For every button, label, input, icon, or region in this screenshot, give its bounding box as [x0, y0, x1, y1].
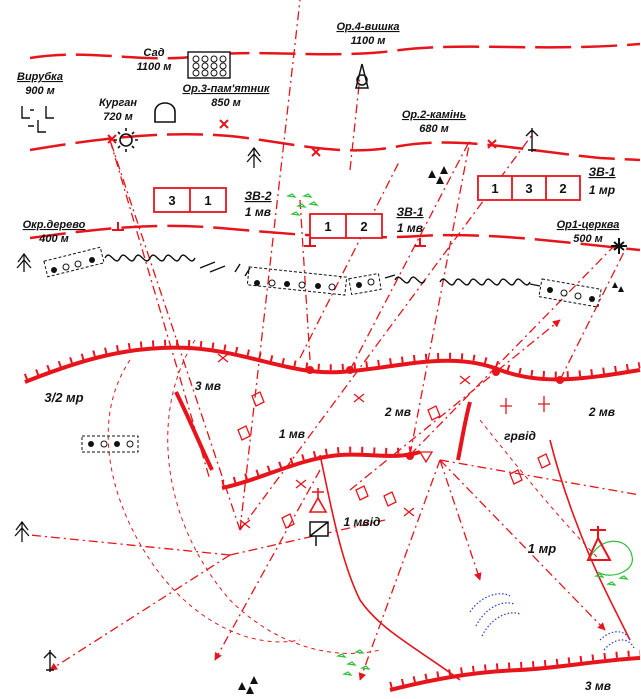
target-box-left-cell-2: 1	[204, 193, 211, 208]
label-zv2: ЗВ-2	[244, 189, 271, 203]
label-unit-1mr: 1 мр	[528, 541, 556, 556]
label-clearing: Вирубка	[17, 71, 63, 83]
label-landmark-4-dist: 1100 м	[351, 35, 386, 47]
map-labels: Ор.4-вишка 1100 м Сад 1100 м Вирубка 900…	[17, 21, 619, 693]
label-zv1-mid-sub: 1 мв	[397, 221, 423, 235]
label-unit-hreid: грвід	[504, 429, 536, 443]
label-landmark-2: Ор.2-камінь	[402, 109, 466, 121]
label-garden-dist: 1100 м	[137, 61, 172, 73]
label-sep-tree-dist: 400 м	[38, 233, 69, 245]
second-line	[174, 391, 641, 692]
label-zv1-right: ЗВ-1	[588, 165, 615, 179]
weapon-positions	[217, 353, 551, 529]
movement-route-2	[549, 439, 631, 641]
label-zv1-mid: ЗВ-1	[396, 205, 423, 219]
label-mound: Курган	[99, 97, 137, 109]
target-box-mid-cell-2: 2	[360, 219, 367, 234]
mound-icon	[114, 128, 138, 152]
label-zv1-right-sub: 1 мр	[589, 183, 615, 197]
church-icon	[611, 238, 627, 254]
movement-route	[319, 454, 461, 681]
tower-icon	[355, 63, 369, 89]
label-mound-dist: 720 м	[103, 111, 133, 123]
label-unit-2mv-right: 2 мв	[588, 405, 615, 419]
label-landmark-1: Ор1-церква	[557, 219, 620, 231]
target-box-right-cell-1: 1	[491, 181, 498, 196]
front-line	[23, 339, 641, 384]
label-unit-2mv: 2 мв	[384, 405, 411, 419]
target-triangle	[586, 526, 612, 561]
target-box-right-cell-3: 2	[559, 181, 566, 196]
label-unit-1mvid: 1 мвід	[344, 515, 381, 529]
label-zv2-sub: 1 мв	[245, 205, 271, 219]
target-box-left-cell-1: 3	[168, 193, 175, 208]
label-unit-1mv: 1 мв	[279, 427, 305, 441]
label-landmark-4: Ор.4-вишка	[336, 21, 399, 33]
shrub-patch	[286, 193, 633, 676]
label-unit-3mv: 3 мв	[195, 379, 221, 393]
stone-icon	[238, 166, 624, 694]
clearing-icon	[21, 106, 54, 133]
water-patch	[469, 593, 635, 651]
label-garden: Сад	[143, 47, 164, 59]
obstacle-wire	[104, 254, 541, 287]
label-unit-3mv-bottom: 3 мв	[585, 679, 611, 693]
target-box-left[interactable]: 3 1	[153, 187, 227, 213]
target-box-mid[interactable]: 1 2	[309, 213, 383, 239]
label-left-unit: 3/2 мр	[44, 390, 83, 405]
label-landmark-3: Ор.3-пам'ятник	[183, 83, 271, 95]
label-clearing-dist: 900 м	[25, 85, 55, 97]
observer-triangle	[308, 488, 328, 513]
label-landmark-2-dist: 680 м	[419, 123, 449, 135]
target-box-right-cell-2: 3	[525, 181, 532, 196]
label-landmark-1-dist: 500 м	[573, 233, 603, 245]
target-box-mid-cell-1: 1	[324, 219, 331, 234]
minefields	[43, 246, 602, 453]
flag-icon	[43, 128, 539, 672]
command-post-icon	[309, 521, 329, 546]
orchard-icon	[187, 51, 231, 79]
strongpoints	[306, 366, 564, 460]
fire-lines	[29, 0, 641, 681]
target-box-right[interactable]: 1 3 2	[477, 175, 581, 201]
tree-icon	[14, 146, 262, 542]
label-sep-tree: Окр.дерево	[23, 219, 86, 231]
monument-icon	[154, 102, 176, 123]
firing-arcs	[107, 339, 601, 654]
label-landmark-3-dist: 850 м	[211, 97, 241, 109]
landmark-marks	[107, 119, 497, 247]
